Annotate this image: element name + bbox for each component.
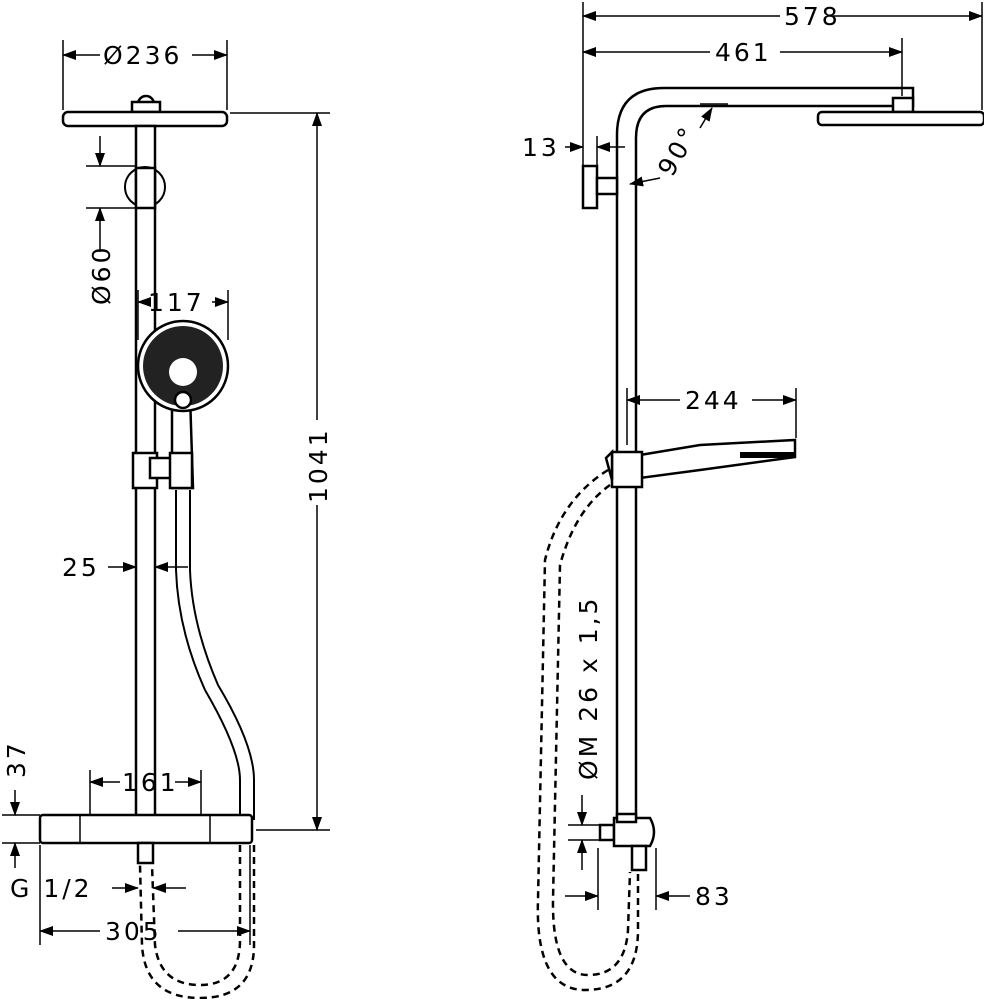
- dim-hand-shower-projection: 244: [685, 386, 742, 415]
- hand-shower: [131, 319, 230, 490]
- hand-shower-side: [604, 438, 797, 489]
- dim-wall-offset: 13: [522, 133, 560, 162]
- dim-pipe-offset: 25: [62, 553, 100, 582]
- dim-total-projection: 578: [784, 2, 841, 31]
- shower-arm: [615, 86, 915, 822]
- dim-bracket-diameter: Ø60: [87, 245, 116, 306]
- dim-thermostat-height: 37: [2, 740, 31, 778]
- dim-arm-length: 461: [715, 38, 772, 67]
- wall-mount: [581, 164, 619, 210]
- dim-hand-shower-width: 117: [148, 288, 205, 317]
- front-view: Ø236 Ø60 117 1041 25 37 161 G 1/2: [2, 40, 333, 999]
- dim-total-height: 1041: [304, 427, 333, 503]
- thermostat: [38, 813, 254, 865]
- dim-angle: 90°: [652, 120, 704, 181]
- dim-thread-spec: ØM 26 x 1,5: [574, 596, 603, 780]
- mixer-side: [598, 812, 656, 872]
- dim-connection-thread: G 1/2: [10, 874, 93, 903]
- dim-centre-distance: 161: [122, 768, 179, 797]
- dim-thermostat-width: 305: [105, 917, 162, 946]
- overhead-shower-side: [816, 110, 984, 127]
- overhead-shower: [61, 94, 229, 128]
- side-view: 578 461 13 90° 244 ØM 26 x 1,5 83: [522, 2, 984, 992]
- dim-mixer-projection: 83: [695, 882, 733, 911]
- dim-head-diameter: Ø236: [103, 41, 182, 70]
- hose-side: [536, 468, 640, 992]
- hose: [175, 490, 255, 820]
